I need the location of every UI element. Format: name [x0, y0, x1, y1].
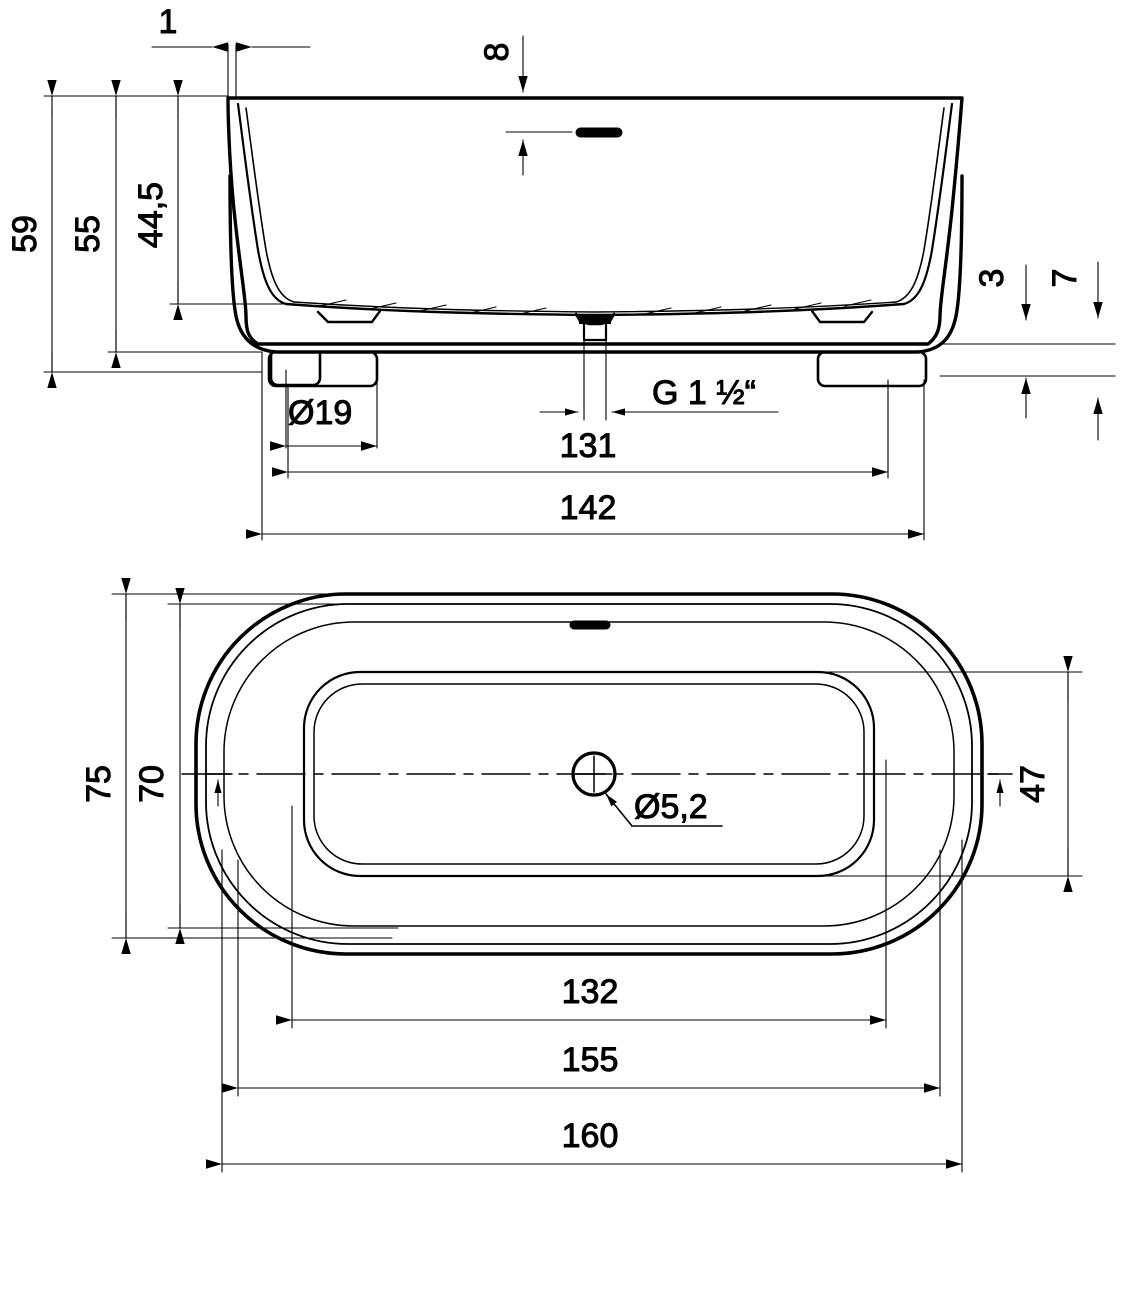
dim-8: 8: [478, 35, 573, 176]
dim-44-5: 44,5: [132, 80, 289, 320]
foot-left-box: [267, 350, 379, 388]
tub-outer-body: [226, 96, 964, 346]
drain-hole-crosshair: [575, 755, 613, 793]
dim-75-label: 75: [80, 765, 118, 803]
inner-wall-left-2: [245, 107, 295, 303]
bowl-floor-hatch: [319, 299, 872, 315]
dim-47-label: 47: [1014, 765, 1052, 803]
dim-dia52-label: Ø5,2: [634, 788, 708, 826]
dim-dia19: Ø19: [270, 369, 378, 451]
dim-160: 160: [206, 839, 963, 1173]
dim-7: 7: [1046, 261, 1103, 441]
dim-59: 59: [6, 80, 263, 388]
foot-right-box: [816, 350, 928, 388]
inner-wall-left: [236, 102, 288, 306]
dim-3: 3: [939, 264, 1116, 419]
dim-160-label: 160: [562, 1117, 619, 1155]
drain-hole: [571, 751, 617, 797]
foot-left: [269, 350, 322, 387]
dim-75: 75: [80, 578, 393, 954]
drain-outlet-body: [579, 314, 611, 324]
inner-wall-right-2: [895, 107, 945, 303]
elevation-view: 1 8 59 55: [6, 3, 1116, 541]
plan-overflow-slot: [569, 620, 611, 630]
dim-g-thread: G 1 ½“: [539, 323, 779, 421]
tub-base-profile: [228, 174, 964, 354]
dim-dia19-label: Ø19: [288, 394, 352, 432]
dim-8-label: 8: [478, 43, 516, 62]
dim-59-label: 59: [6, 215, 44, 253]
dim-155-label: 155: [562, 1041, 619, 1079]
dim-132: 132: [276, 759, 887, 1029]
floor-lug-right: [810, 309, 874, 324]
dim-55: 55: [69, 80, 263, 368]
dim-7-label: 7: [1046, 269, 1084, 288]
dim-55-label: 55: [69, 215, 107, 253]
overflow-slot: [575, 127, 623, 138]
dim-70: 70: [133, 588, 399, 944]
dim-1: 1: [151, 3, 311, 99]
dim-131-label: 131: [560, 427, 617, 465]
dim-142-label: 142: [560, 489, 617, 527]
floor-lug-left: [316, 309, 382, 324]
dim-3-label: 3: [973, 269, 1011, 288]
dim-70-label: 70: [133, 765, 171, 803]
dim-1-label: 1: [159, 3, 178, 41]
dim-dia52: Ø5,2: [605, 788, 723, 827]
dim-155: 155: [222, 849, 941, 1097]
dim-47: 47: [811, 656, 1083, 892]
drain-outlet-spigot: [582, 322, 608, 342]
dim-44-5-label: 44,5: [132, 182, 170, 248]
inner-wall-right: [902, 102, 954, 306]
dim-142: 142: [246, 351, 925, 541]
dim-131: 131: [272, 379, 889, 479]
dim-g-thread-label: G 1 ½“: [652, 374, 756, 412]
plan-view: Ø5,2 75 70: [80, 578, 1083, 1173]
dim-132-label: 132: [562, 973, 619, 1011]
